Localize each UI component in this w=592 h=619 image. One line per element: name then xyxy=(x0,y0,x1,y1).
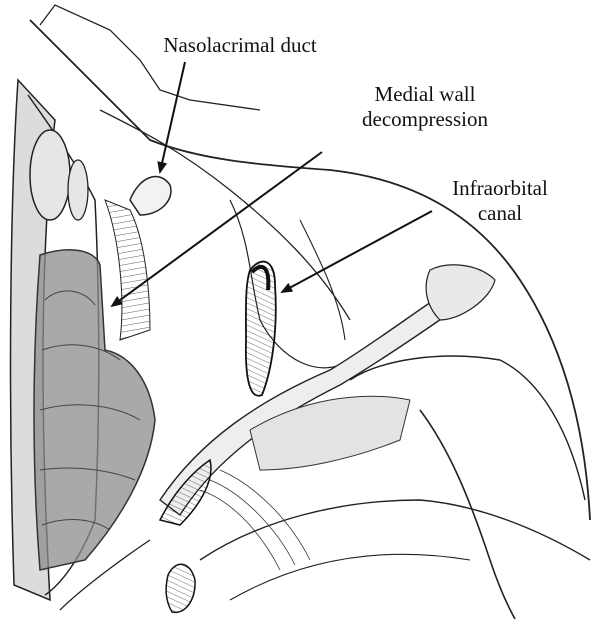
label-medial-wall-line1: Medial wall xyxy=(330,82,520,107)
infraorbital-canal-shape xyxy=(246,262,276,396)
label-medial-wall-decompression: Medial wall decompression xyxy=(330,82,520,132)
label-medial-wall-line2: decompression xyxy=(330,107,520,132)
label-nasolacrimal-duct: Nasolacrimal duct xyxy=(140,33,340,58)
label-infraorbital-line2: canal xyxy=(430,201,570,226)
label-infraorbital-line1: Infraorbital xyxy=(430,176,570,201)
nasolacrimal-duct-shape xyxy=(105,177,171,340)
label-nasolacrimal-duct-text: Nasolacrimal duct xyxy=(163,33,316,57)
label-infraorbital-canal: Infraorbital canal xyxy=(430,176,570,226)
arrow-medial-wall xyxy=(112,152,322,306)
arrow-infraorbital-canal xyxy=(282,211,432,292)
